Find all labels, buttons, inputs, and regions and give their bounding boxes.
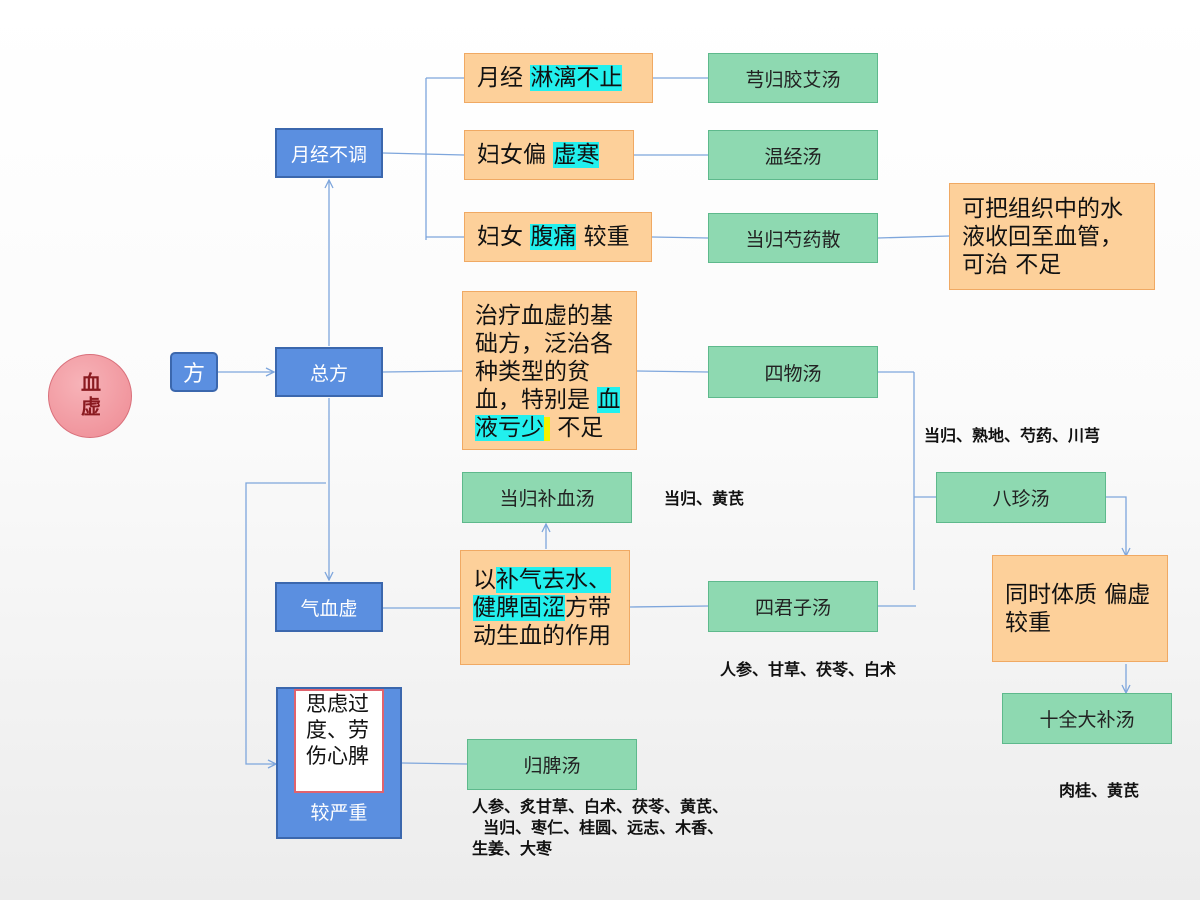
ingredients-guipi: 人参、炙甘草、白术、茯苓、黄芪、 当归、枣仁、桂圆、远志、木香、 生姜、大枣 [472,797,729,858]
condition-menstrual-dripping: 月经 淋漓不止 [464,53,653,103]
category-severe: 思虑过度、劳伤心脾 较严重 [276,687,402,839]
condition-highlight: 腹痛 [530,224,577,250]
condition-general-anemia: 治疗血虚的基础方，泛治各种类型的贫血，特别是 血液亏少 不足 [462,291,637,450]
formula-guipi: 归脾汤 [467,739,637,790]
severe-description: 思虑过度、劳伤心脾 [294,689,384,793]
formula-wenjing: 温经汤 [708,130,878,180]
condition-text: 同时体质 偏虚较重 [1005,581,1151,636]
ingredients-buxue: 当归、黄芪 [664,489,745,508]
formula-bazhen: 八珍汤 [936,472,1106,523]
formula-xiongguijiaoai: 芎归胶艾汤 [708,53,878,103]
severe-label: 较严重 [310,802,368,824]
formula-sijunzi: 四君子汤 [708,581,878,632]
formula-siwu: 四物汤 [708,346,878,398]
root-blood-deficiency: 血虚 [48,354,132,438]
condition-highlight: 虚寒 [553,142,600,168]
condition-text-tail: 方带动生血的作用 [473,594,611,649]
ingredients-sijunzi: 人参、甘草、茯苓、白术 [720,660,897,679]
condition-text: 可把组织中的水液收回至血管，可治 不足 [962,195,1123,278]
condition-cold-deficiency: 妇女偏 虚寒 [464,130,634,180]
formula-dangguibuxue: 当归补血汤 [462,472,632,523]
fang-label-box: 方 [170,352,218,392]
condition-text: 妇女 [477,224,531,250]
condition-fluid-return: 可把组织中的水液收回至血管，可治 不足 [949,183,1155,290]
category-general-formula: 总方 [275,347,383,397]
formula-shiquandabu: 十全大补汤 [1002,693,1172,744]
condition-text: 妇女偏 [477,142,554,168]
ingredients-shiquan: 肉桂、黄芪 [1059,781,1140,800]
condition-weak-constitution: 同时体质 偏虚较重 [992,555,1168,662]
condition-qi-tonifying: 以补气去水、健脾固涩方带动生血的作用 [460,550,630,665]
category-menstrual-disorder: 月经不调 [275,128,383,178]
condition-highlight: 淋漓不止 [530,65,623,91]
condition-text: 治疗血虚的基础方，泛治各种类型的贫血，特别是 [475,303,613,413]
yellow-marker [544,416,550,441]
condition-text: 以 [473,566,496,593]
condition-text-tail: 不足 [550,415,604,441]
formula-dangguishaoyao: 当归芍药散 [708,213,878,263]
condition-abdominal-pain: 妇女 腹痛 较重 [464,212,652,262]
condition-text-tail: 较重 [576,224,630,250]
ingredients-siwu: 当归、熟地、芍药、川芎 [924,426,1101,445]
condition-text: 月经 [477,65,531,91]
category-qi-blood-deficiency: 气血虚 [275,582,383,632]
